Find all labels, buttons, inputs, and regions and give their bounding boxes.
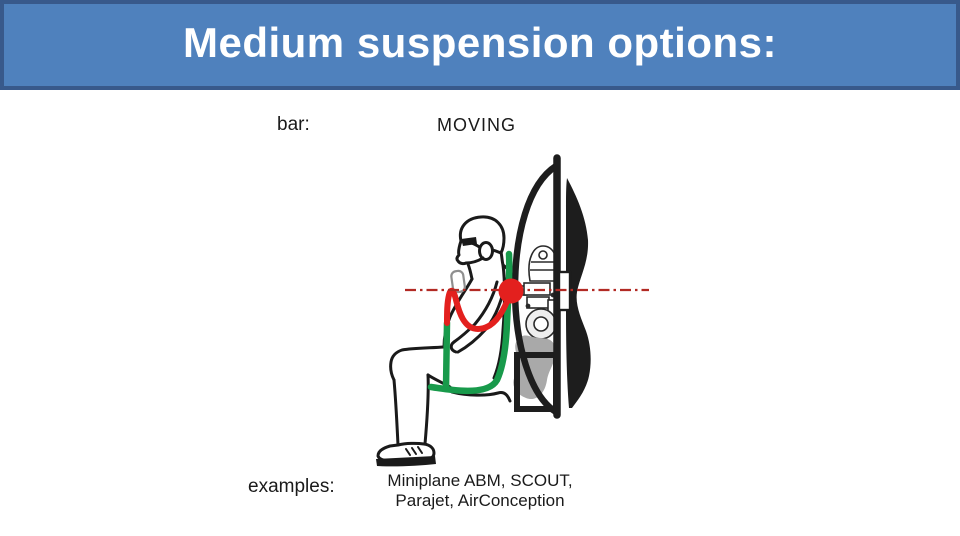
shoe-laces xyxy=(405,446,423,456)
arm-inner xyxy=(452,280,499,344)
throttle-icon xyxy=(450,269,466,294)
bar-value: MOVING xyxy=(437,115,517,135)
bar-label: bar: xyxy=(277,114,310,135)
seat-board-line xyxy=(450,390,512,403)
front-riser xyxy=(442,319,451,392)
shin-front xyxy=(392,378,400,447)
engine-icon xyxy=(516,245,559,355)
ear-muff-icon xyxy=(478,241,494,261)
title-banner: Medium suspension options: xyxy=(0,0,960,90)
shoe-sole xyxy=(376,456,436,467)
calf-back xyxy=(423,373,430,446)
examples-value: Miniplane ABM, SCOUT, Parajet, AirConcep… xyxy=(358,471,602,511)
pilot-back xyxy=(492,263,506,380)
neck-front xyxy=(466,262,474,281)
goggles-icon xyxy=(461,237,477,246)
examples-line-1: Miniplane ABM, SCOUT, xyxy=(387,471,573,490)
hand xyxy=(449,340,458,354)
examples-line-2: Parajet, AirConception xyxy=(395,491,565,510)
examples-label: examples: xyxy=(248,476,335,497)
page-title: Medium suspension options: xyxy=(182,19,777,66)
propeller-icon xyxy=(566,178,591,408)
red-strap xyxy=(444,287,514,333)
thigh-top xyxy=(389,345,446,382)
pivot-dot xyxy=(498,278,524,304)
face-profile xyxy=(455,239,485,266)
